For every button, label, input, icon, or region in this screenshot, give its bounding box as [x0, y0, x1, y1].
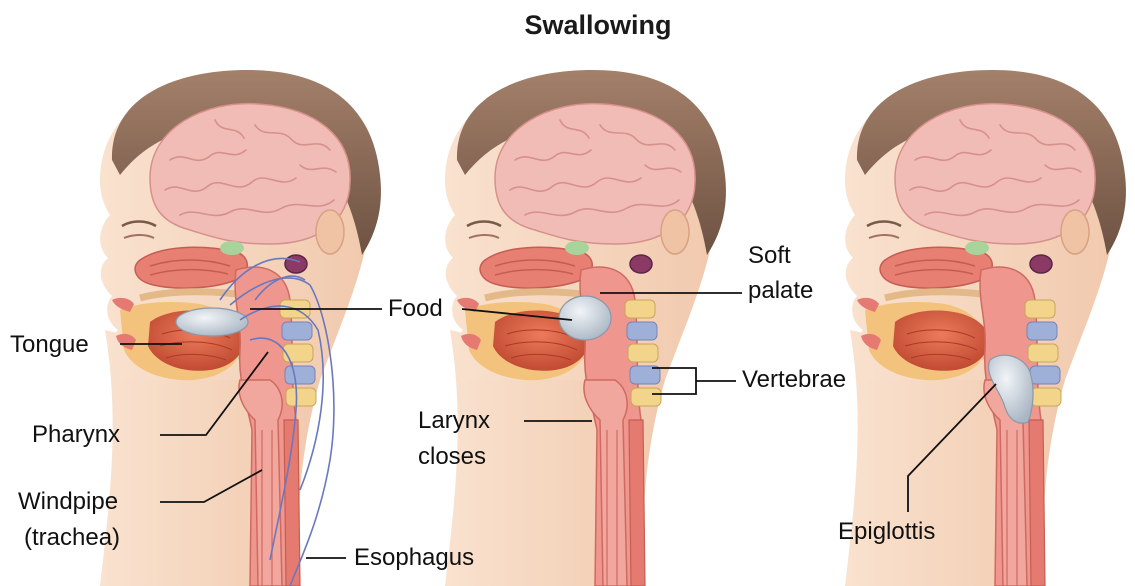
panel-1-head	[100, 70, 381, 586]
label-trachea: (trachea)	[24, 524, 120, 551]
panel-2-head	[445, 70, 726, 586]
label-epiglottis: Epiglottis	[838, 518, 935, 545]
label-palate: palate	[748, 277, 813, 304]
food-bolus-mid	[559, 296, 611, 340]
label-soft: Soft	[748, 242, 791, 269]
label-closes: closes	[418, 443, 486, 470]
label-tongue: Tongue	[10, 331, 89, 358]
label-vertebrae: Vertebrae	[742, 366, 846, 393]
label-esophagus: Esophagus	[354, 544, 474, 571]
panel-3-head	[845, 70, 1126, 586]
diagram-title: Swallowing	[524, 10, 671, 40]
label-food: Food	[388, 295, 443, 322]
food-bolus	[176, 308, 248, 336]
label-pharynx: Pharynx	[32, 421, 120, 448]
label-windpipe: Windpipe	[18, 488, 118, 515]
label-larynx: Larynx	[418, 407, 490, 434]
